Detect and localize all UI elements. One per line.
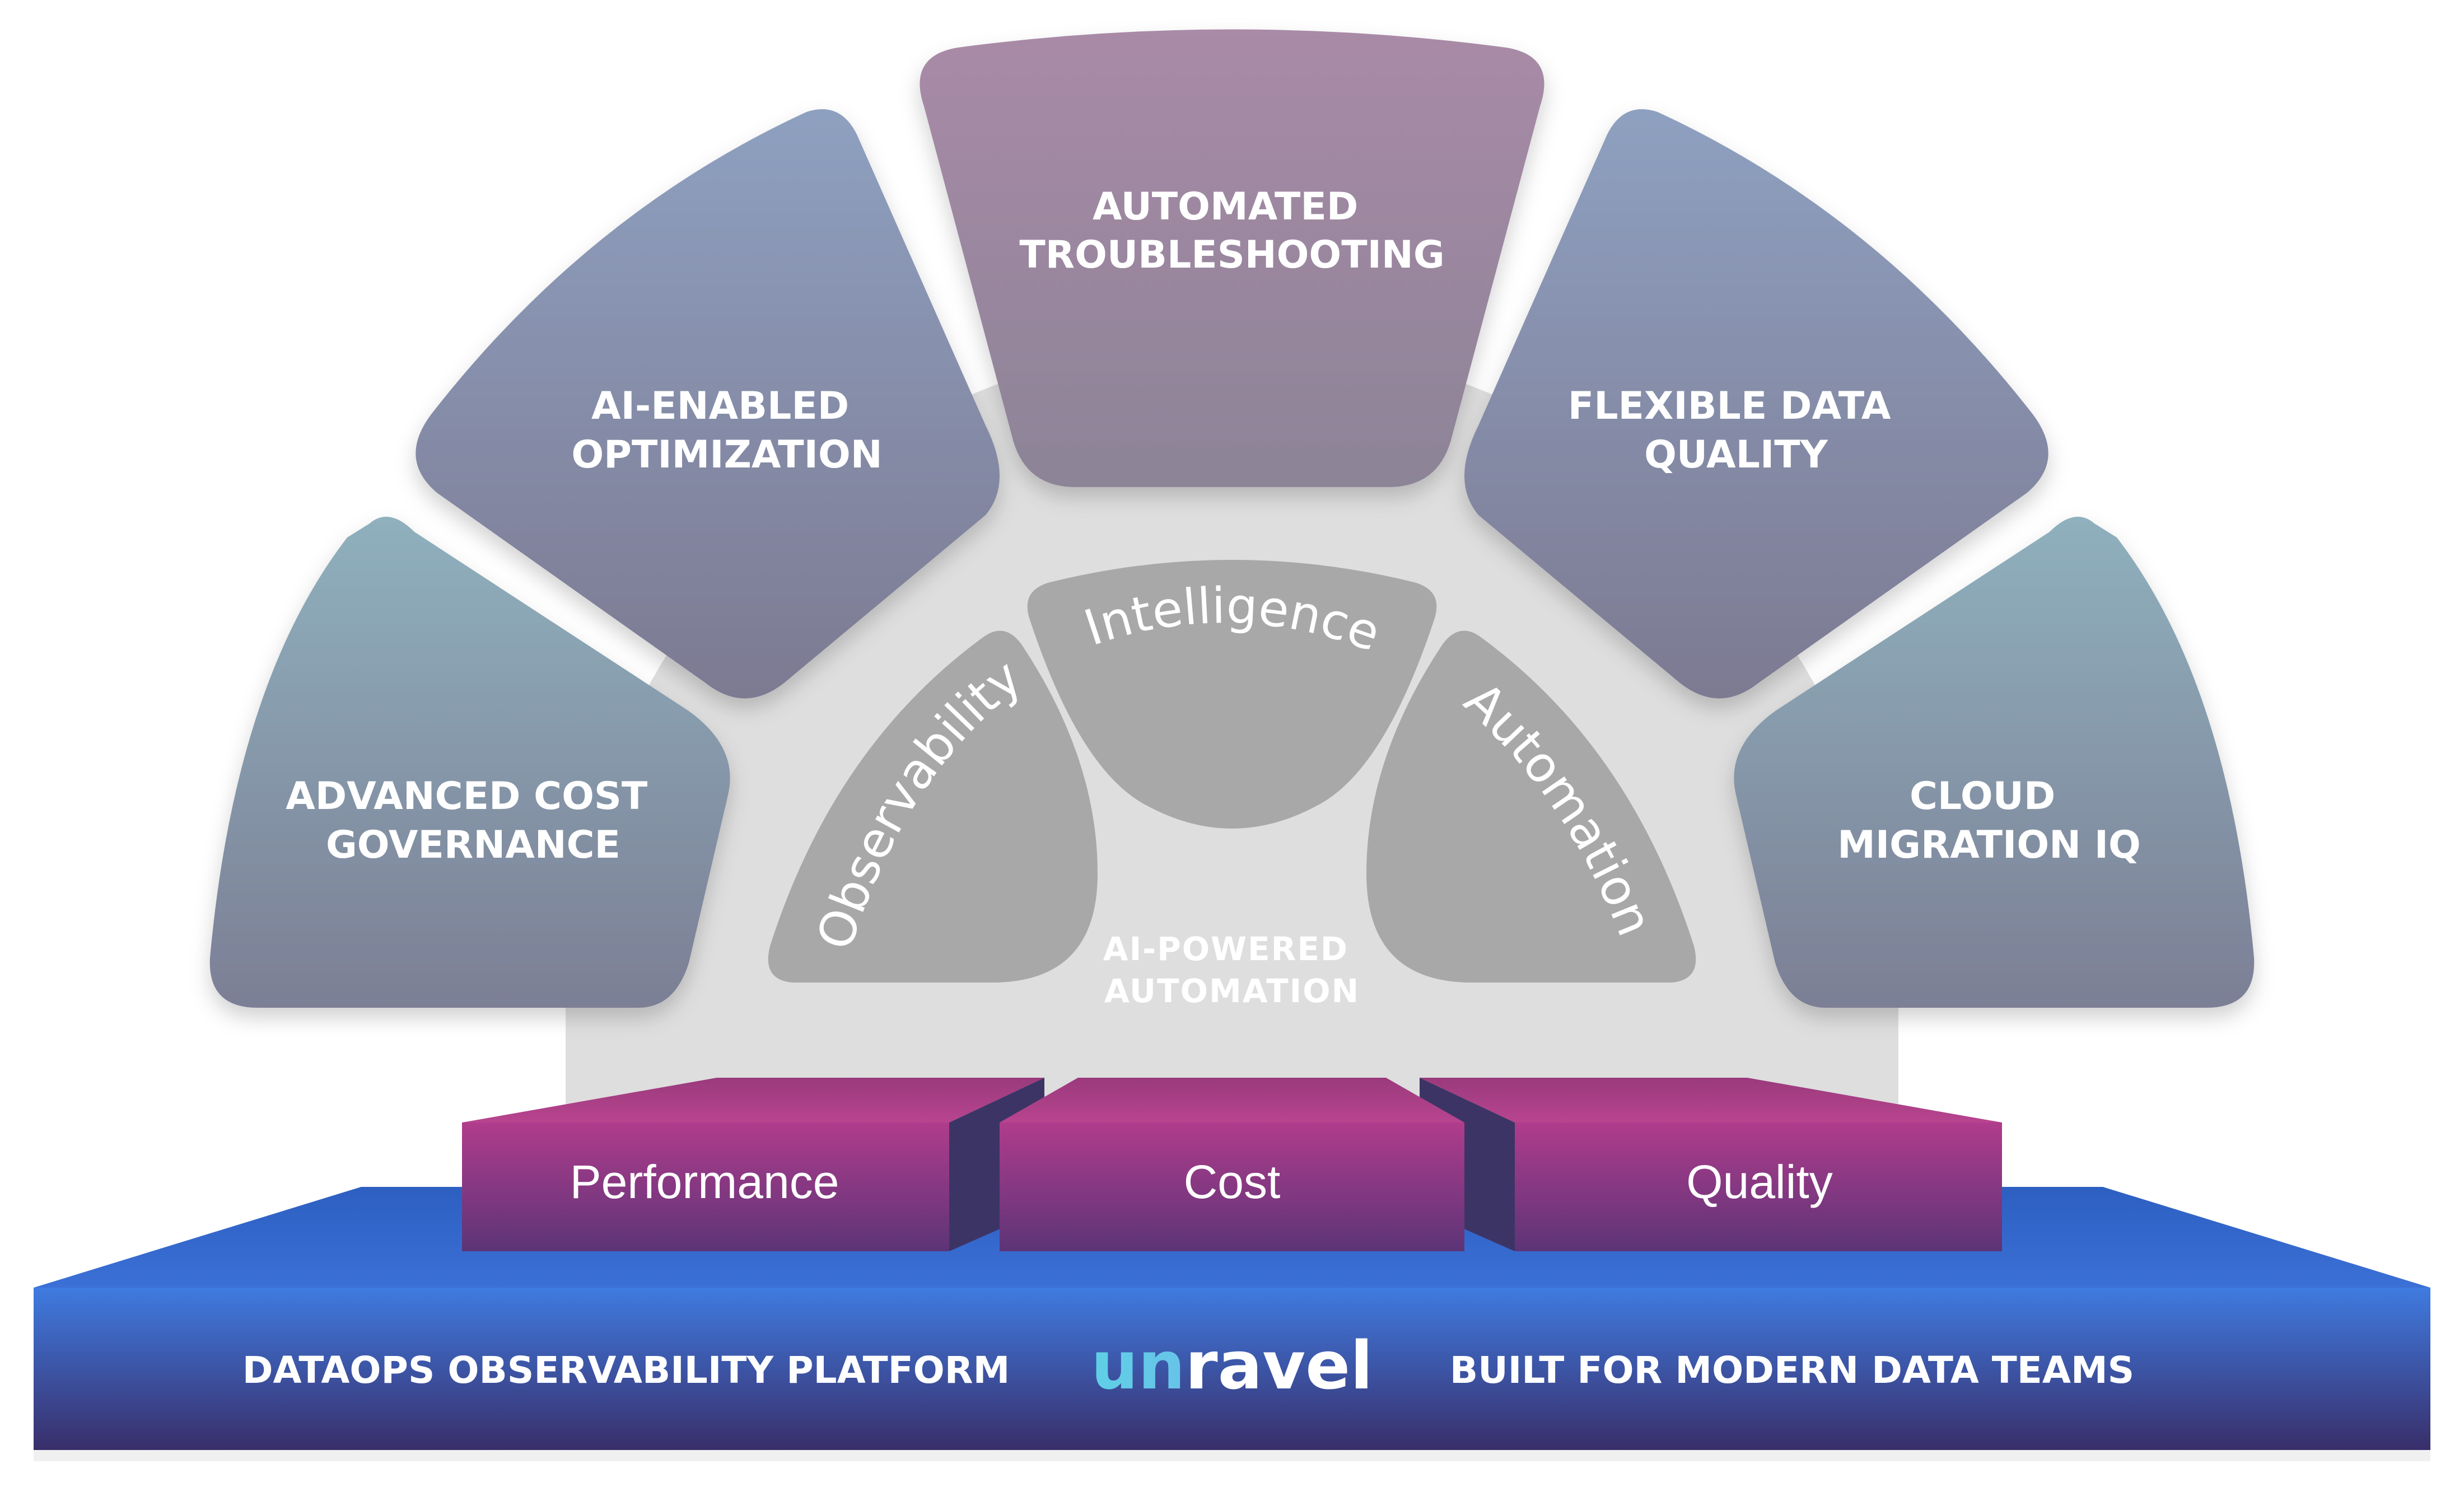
pillar-quality-front	[1515, 1123, 2002, 1251]
base-labels: DATAOPS OBSERVABILITY PLATFORM unravel B…	[242, 1327, 2134, 1404]
label-advanced-cost-governance: ADVANCED COST GOVERNANCE	[286, 774, 661, 867]
segment-advanced-cost-governance	[209, 517, 730, 1008]
leaf-automation	[1366, 630, 1696, 983]
pillar-quality-top	[1420, 1078, 2002, 1123]
base-front-face	[34, 1288, 2430, 1450]
pillar-cost-top	[1000, 1078, 1464, 1123]
segment-ai-enabled-optimization	[416, 109, 1000, 699]
segment-labels: ADVANCED COST GOVERNANCE AI-ENABLED OPTI…	[286, 185, 2141, 867]
pillar-cost-label: Cost	[1184, 1156, 1281, 1208]
pillar-performance-front	[462, 1123, 949, 1251]
leaf-observability	[768, 630, 1098, 983]
label-ai-enabled-optimization: AI-ENABLED OPTIMIZATION	[571, 384, 882, 477]
pillar-cost-front	[1000, 1123, 1464, 1251]
unravel-logo: unravel	[1091, 1327, 1373, 1404]
leaf-intelligence	[1027, 560, 1437, 829]
segment-flexible-data-quality	[1464, 109, 2048, 699]
segment-cloud-migration-iq	[1734, 517, 2255, 1008]
base-right-label: BUILT FOR MODERN DATA TEAMS	[1450, 1349, 2134, 1392]
outer-segments	[209, 29, 2255, 1008]
pillar-performance-top	[462, 1078, 1044, 1123]
label-flexible-data-quality: FLEXIBLE DATA QUALITY	[1568, 384, 1904, 477]
base-left-label: DATAOPS OBSERVABILITY PLATFORM	[242, 1349, 1010, 1392]
pillar-quality-label: Quality	[1686, 1156, 1832, 1208]
label-automated-troubleshooting: AUTOMATED TROUBLESHOOTING	[1019, 185, 1444, 277]
label-cloud-migration-iq: CLOUD MIGRATION IQ	[1837, 774, 2141, 867]
label-ai-powered-automation: AI-POWERED AUTOMATION	[1103, 930, 1361, 1010]
segment-automated-troubleshooting	[920, 29, 1544, 487]
core-leaves: Observability Intelligence Automation AI…	[768, 560, 1696, 1010]
pillar-performance-label: Performance	[570, 1156, 839, 1208]
pillars: Performance Cost Quality	[462, 1078, 2002, 1251]
